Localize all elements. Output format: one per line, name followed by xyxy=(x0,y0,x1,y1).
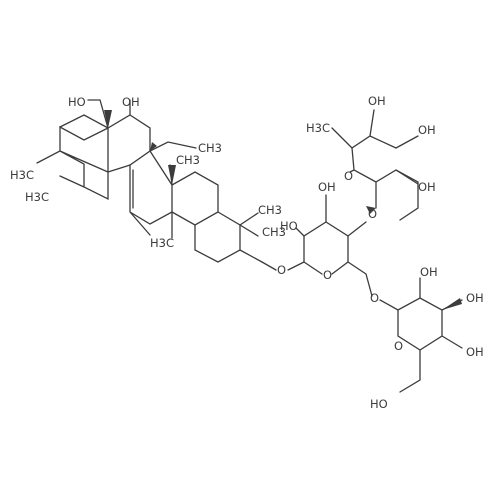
arabinose-ring xyxy=(303,221,349,275)
wedge-bond xyxy=(168,165,176,185)
ring-a-substituents xyxy=(239,212,263,263)
atom-label-o: O xyxy=(370,291,379,305)
atom-label-h3c: H3C xyxy=(306,121,330,135)
atom-label-h3c: H3C xyxy=(150,236,174,250)
atom-labels: HO OH CH3 CH3 H3C H3C H3C CH3 CH3 O O HO… xyxy=(10,94,484,411)
atom-label-ch3: CH3 xyxy=(176,153,200,167)
methyl-bonds xyxy=(87,99,197,239)
atom-label-ch3: CH3 xyxy=(258,203,282,217)
atom-label-o: O xyxy=(368,207,377,221)
atom-label-ho: HO xyxy=(68,95,86,109)
wedge-bond xyxy=(442,298,462,310)
atom-label-ho: HO xyxy=(280,219,298,233)
atom-label-o: O xyxy=(394,339,403,353)
rhamnose-substituents xyxy=(331,109,419,185)
glycosidic-bond-1 xyxy=(261,261,305,271)
glucose-substituents xyxy=(419,277,463,349)
atom-label-ch3: CH3 xyxy=(262,225,286,239)
atom-label-oh: OH xyxy=(420,265,438,279)
ring-e-bonds xyxy=(36,125,109,201)
wedge-bond xyxy=(366,206,376,214)
ring-c-bonds xyxy=(129,150,173,236)
atom-label-oh: OH xyxy=(418,123,436,137)
atom-label-ho: HO xyxy=(370,397,388,411)
atom-label-oh: OH xyxy=(368,94,386,108)
ring-d-bonds xyxy=(107,114,151,173)
atom-label-oh: OH xyxy=(466,291,484,305)
glucose-ring xyxy=(379,297,443,393)
atom-label-oh: OH xyxy=(318,180,336,194)
wedge-bond xyxy=(150,142,157,151)
arabinose-substituents xyxy=(295,194,373,297)
wedge-bond xyxy=(104,110,112,128)
atom-label-o: O xyxy=(323,268,332,282)
atom-label-oh: OH xyxy=(418,180,436,194)
atom-label-h3c: H3C xyxy=(25,190,49,204)
atom-label-o: O xyxy=(277,263,286,277)
atom-label-ch3: CH3 xyxy=(198,141,222,155)
ring-b-bonds xyxy=(171,171,219,226)
ring-e-outline xyxy=(59,114,109,129)
atom-label-h3c: H3C xyxy=(10,168,34,182)
stereo-bonds xyxy=(104,110,462,310)
atom-label-oh: OH xyxy=(466,345,484,359)
ring-a-bonds xyxy=(194,211,241,263)
atom-label-oh: OH xyxy=(122,95,140,109)
atom-label-o: O xyxy=(344,169,353,183)
